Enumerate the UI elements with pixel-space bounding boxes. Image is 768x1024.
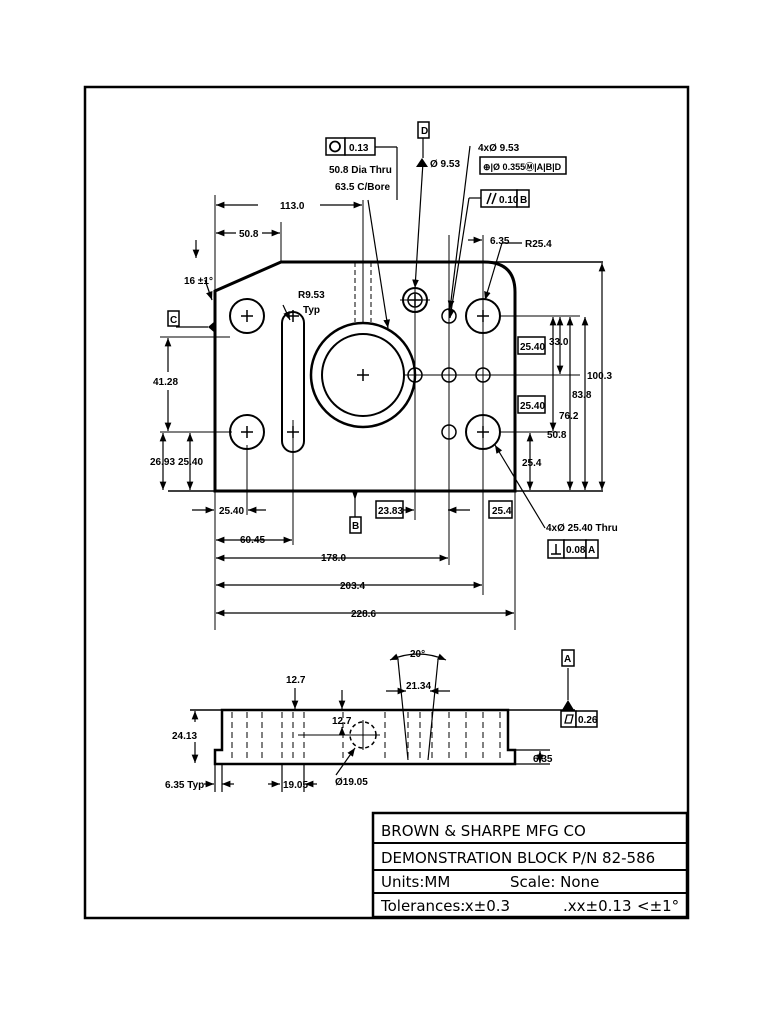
title-tol-angle: <±1°	[637, 897, 679, 915]
plan-view-labels: 0.13 50.8 Dia Thru 63.5 C/Bore D Ø 9.53 …	[150, 126, 618, 620]
label-508-top: 50.8	[239, 229, 259, 240]
datum-b-box	[349, 516, 362, 534]
datum-c-box	[167, 310, 180, 327]
label-2134: 21.34	[406, 681, 431, 692]
label-2540-right-b: 25.40	[520, 401, 545, 412]
label-dia-953: Ø 9.53	[430, 159, 460, 170]
datum-a-box	[561, 649, 575, 667]
label-perp-datum: A	[588, 545, 595, 556]
label-bore-callout: 4xØ 25.40 Thru	[546, 523, 618, 534]
plan-view	[159, 138, 606, 630]
label-typ: Typ	[303, 305, 320, 316]
label-1780: 178.0	[321, 553, 346, 564]
label-635-right: 6.35	[533, 754, 553, 765]
label-2383: 23.83	[378, 506, 403, 517]
elevation-outline	[213, 708, 517, 766]
label-127-b: 12.7	[332, 716, 352, 727]
label-1003: 100.3	[587, 371, 612, 382]
label-datum-b: B	[352, 521, 359, 532]
label-2540-left: 25.40	[178, 457, 203, 468]
title-tolerances: Tolerances:	[380, 897, 465, 915]
fcf-boxes	[167, 121, 599, 559]
label-angle: 20°	[410, 649, 425, 660]
counterbore-inner	[321, 333, 405, 417]
elevation-view	[190, 653, 575, 792]
label-4128: 41.28	[153, 377, 178, 388]
label-perp-value: 0.08	[566, 545, 586, 556]
label-dia-thru: 50.8 Dia Thru	[329, 165, 392, 176]
label-2540-bottom: 25.40	[219, 506, 244, 517]
title-tol-two: .xx±0.13	[563, 897, 632, 915]
label-2540-right-a: 25.40	[520, 342, 545, 353]
label-4x-953: 4xØ 9.53	[478, 143, 520, 154]
label-datum-c: C	[170, 315, 177, 326]
label-6045: 60.45	[240, 535, 265, 546]
label-cbore: 63.5 C/Bore	[335, 182, 390, 193]
label-254-bottom: 25.4	[492, 506, 512, 517]
label-parallel-datum: B	[520, 195, 527, 206]
title-scale: Scale: None	[510, 873, 599, 891]
label-datum-a: A	[564, 654, 571, 665]
label-127-a: 12.7	[286, 675, 306, 686]
label-635-typ: 6.35 Typ	[165, 780, 204, 791]
label-330: 33.0	[549, 337, 569, 348]
label-1905: 19.05	[283, 780, 308, 791]
title-part: DEMONSTRATION BLOCK P/N 82-586	[381, 849, 655, 867]
label-r254: R25.4	[525, 239, 552, 250]
datum-d-box	[417, 121, 430, 139]
label-635-top: 6.35	[490, 236, 510, 247]
label-838: 83.8	[572, 390, 592, 401]
title-units: Units:MM	[381, 873, 450, 891]
label-flatness: 0.26	[578, 715, 598, 726]
title-company: BROWN & SHARPE MFG CO	[381, 822, 586, 840]
label-position-frame: ⊕|Ø 0.355Ⓜ|A|B|D	[483, 161, 562, 172]
label-parallel-value: 0.10	[499, 195, 519, 206]
label-2286: 228.6	[351, 609, 376, 620]
hole-left-top	[229, 298, 265, 334]
label-762: 76.2	[559, 411, 579, 422]
label-chamfer: 16 ±1°	[184, 276, 213, 287]
label-2034: 203.4	[340, 581, 365, 592]
title-tol-one: .x±0.3	[460, 897, 510, 915]
label-2693: 26.93	[150, 457, 175, 468]
label-datum-d: D	[421, 126, 428, 137]
title-block: BROWN & SHARPE MFG CO DEMONSTRATION BLOC…	[371, 811, 689, 919]
label-2413: 24.13	[172, 731, 197, 742]
label-508-right: 50.8	[547, 430, 567, 441]
label-dia-1905: Ø19.05	[335, 777, 368, 788]
part-outline	[213, 260, 517, 493]
label-circularity: 0.13	[349, 143, 369, 154]
elevation-view-labels: 20° 21.34 12.7 12.7 24.13 6.35 6.35 Typ …	[165, 649, 598, 791]
label-254-right: 25.4	[522, 458, 542, 469]
label-1130: 113.0	[280, 201, 305, 212]
label-r953: R9.53	[298, 290, 325, 301]
